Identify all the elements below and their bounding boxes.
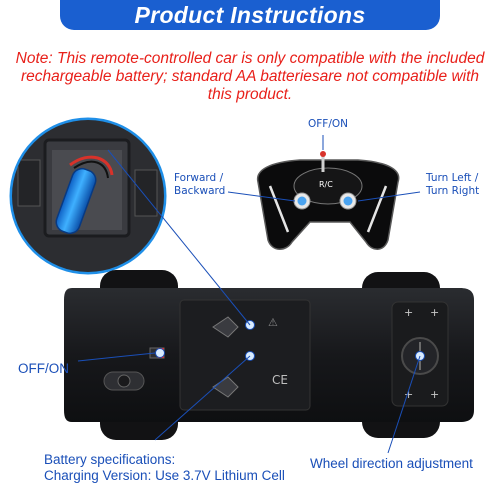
- page-title: Product Instructions: [134, 1, 366, 28]
- compatibility-note: Note: This remote-controlled car is only…: [15, 50, 485, 103]
- remote-control: [227, 135, 421, 250]
- svg-text:+: +: [430, 388, 439, 401]
- svg-text:+: +: [404, 388, 413, 401]
- battery-spec-value: Charging Version: Use 3.7V Lithium Cell: [44, 468, 285, 483]
- battery-icon: [55, 167, 97, 235]
- svg-text:+: +: [430, 306, 439, 319]
- battery-compartment-inset: [9, 117, 167, 275]
- turn-right-label: Turn Right: [426, 185, 480, 197]
- title-banner: Product Instructions: [60, 0, 440, 30]
- battery-spec: Battery specifications: Charging Version…: [44, 452, 285, 484]
- car-power-label: OFF/ON: [18, 361, 69, 376]
- svg-text:⚠: ⚠: [268, 316, 278, 329]
- remote-power-label: OFF/ON: [308, 118, 349, 130]
- wheel-adjust-label: Wheel direction adjustment: [310, 456, 473, 471]
- battery-spec-title: Battery specifications:: [44, 452, 176, 467]
- remote-badge: R/C: [319, 180, 333, 189]
- backward-label: Backward: [174, 185, 226, 197]
- turn-left-label: Turn Left /: [426, 172, 479, 184]
- svg-text:+: +: [404, 306, 413, 319]
- turn-label: Turn Left / Turn Right: [426, 172, 479, 198]
- forward-backward-label: Forward / Backward: [174, 172, 225, 198]
- forward-label: Forward /: [174, 172, 224, 184]
- car-underside: CE ⚠ + + + +: [64, 149, 474, 454]
- ce-mark: CE: [272, 373, 288, 387]
- remote-power-led: [320, 151, 326, 157]
